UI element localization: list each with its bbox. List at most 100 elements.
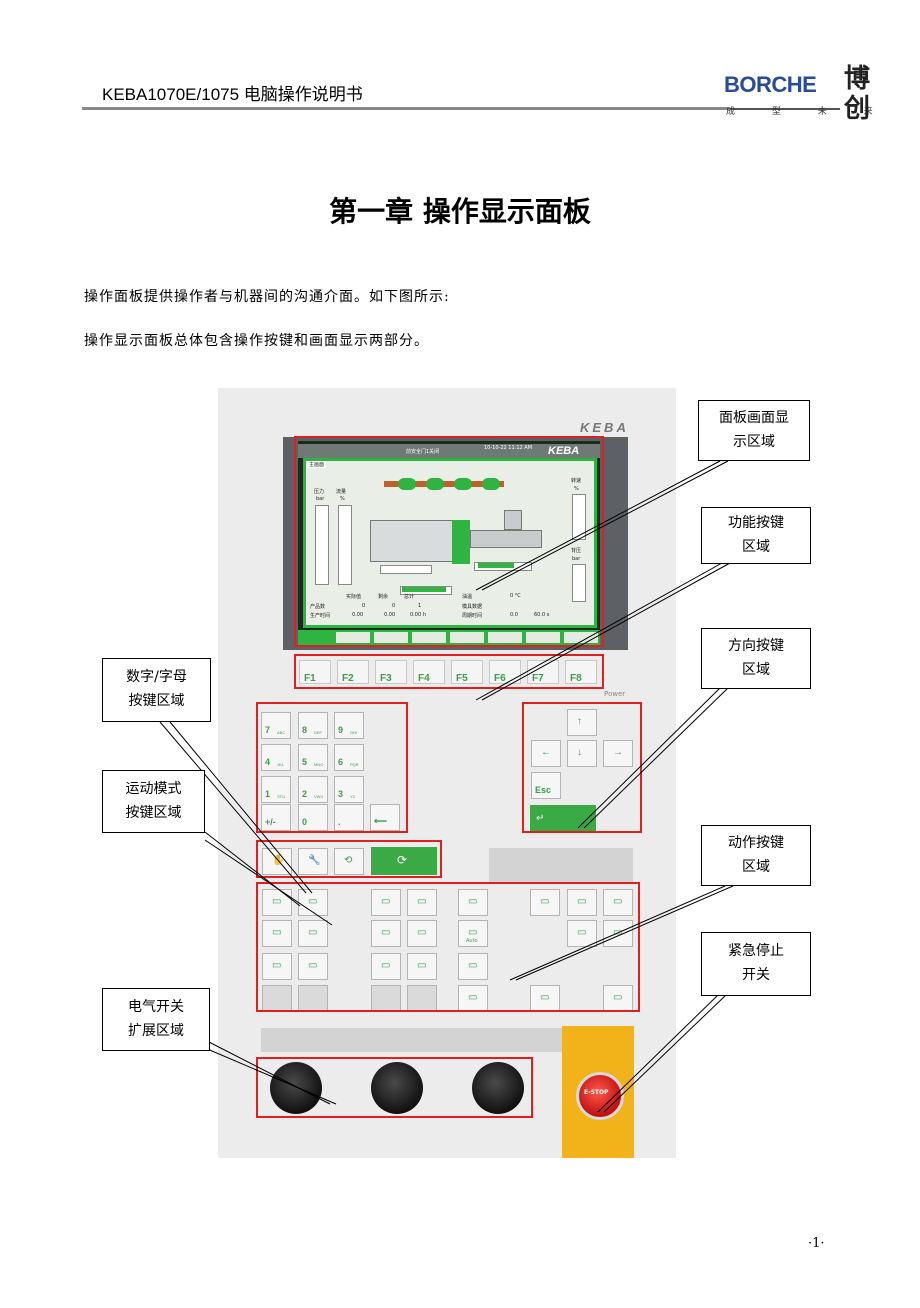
screen-softkey[interactable] <box>412 632 446 643</box>
highlight-direction-keys <box>522 702 642 833</box>
action-key[interactable]: ▭ <box>458 889 488 916</box>
screen-softkey[interactable] <box>374 632 408 643</box>
up-arrow-key[interactable]: ↑ <box>567 709 597 736</box>
f2-key[interactable]: F2 <box>337 660 369 684</box>
highlight-action-keys <box>256 882 640 1012</box>
machine-function-icon: ▭ <box>613 992 623 1003</box>
screen-softkey[interactable] <box>336 632 370 643</box>
product-total: 1 <box>418 603 422 609</box>
machine-function-icon: ▭ <box>577 896 587 907</box>
action-key[interactable]: ▭ <box>407 889 437 916</box>
mold-data-label: 模具数据 <box>462 604 483 610</box>
time-remaining: 0.00 <box>384 612 396 618</box>
blank-action-key[interactable] <box>407 985 437 1012</box>
action-key[interactable]: ▭ <box>407 920 437 947</box>
machine-function-icon: ▭ <box>468 992 478 1003</box>
cycle-time-set: 60.0 s <box>534 612 550 618</box>
action-key[interactable]: ▭ <box>298 920 328 947</box>
key-backspace[interactable]: ⟵ <box>370 804 400 831</box>
blank-label-strip <box>489 848 633 882</box>
action-key[interactable]: ▭ <box>458 953 488 980</box>
f8-key[interactable]: F8 <box>565 660 597 684</box>
arrow-up-icon: ↑ <box>577 716 582 727</box>
expansion-switch-2[interactable] <box>371 1062 423 1114</box>
action-key[interactable]: ▭ <box>567 920 597 947</box>
screen-label-backpressure: 背压 <box>571 548 582 554</box>
f5-key[interactable]: F5 <box>451 660 483 684</box>
machine-function-icon: ▭ <box>381 896 391 907</box>
right-arrow-key[interactable]: → <box>603 740 633 767</box>
action-key[interactable]: ▭ <box>458 920 488 947</box>
left-arrow-key[interactable]: ← <box>531 740 561 767</box>
highlight-electric-switch <box>256 1057 533 1118</box>
production-time-label: 生产时间 <box>310 613 331 619</box>
action-key[interactable]: ▭ <box>603 889 633 916</box>
setup-mode-key[interactable]: 🔧 <box>298 848 328 875</box>
screen-softkey[interactable] <box>526 632 560 643</box>
esc-key[interactable]: Esc <box>531 772 561 799</box>
emergency-stop-button[interactable]: E-STOP <box>576 1072 624 1120</box>
screen-softkey[interactable] <box>564 632 598 643</box>
flow-bar <box>338 505 352 585</box>
blank-action-key[interactable] <box>262 985 292 1012</box>
action-key[interactable]: ▭ <box>298 889 328 916</box>
action-key[interactable]: ▭ <box>298 953 328 980</box>
screen-label-speed: 转速 <box>571 478 582 484</box>
action-key[interactable]: ▭ <box>407 953 437 980</box>
machine-function-icon: ▭ <box>577 927 587 938</box>
key-0[interactable]: 0 <box>298 804 328 831</box>
expansion-switch-3[interactable] <box>472 1062 524 1114</box>
machine-function-icon: ▭ <box>381 927 391 938</box>
f3-key[interactable]: F3 <box>375 660 407 684</box>
wrench-icon: 🔧 <box>308 855 321 866</box>
action-key[interactable]: ▭ <box>262 920 292 947</box>
action-key[interactable]: ▭ <box>603 985 633 1012</box>
action-key[interactable]: ▭ <box>567 889 597 916</box>
enter-icon: ↵ <box>536 813 545 824</box>
f4-key[interactable]: F4 <box>413 660 445 684</box>
semi-auto-key[interactable]: ⟲ <box>334 848 364 875</box>
action-key[interactable]: ▭ <box>371 953 401 980</box>
callout-emergency-stop: 紧急停止开关 <box>701 932 811 996</box>
action-key[interactable]: ▭ <box>262 889 292 916</box>
action-key[interactable]: ▭ <box>371 920 401 947</box>
machine-nozzle-graphic <box>452 520 470 564</box>
expansion-switch-1[interactable] <box>270 1062 322 1114</box>
screen-brand: KEBA <box>548 445 580 457</box>
machine-function-icon: ▭ <box>381 960 391 971</box>
key-plus-minus[interactable]: +/- <box>261 804 291 831</box>
screen-header-text: 前安全门1关闭 <box>406 449 440 455</box>
action-key[interactable]: ▭ <box>530 889 560 916</box>
screen-softkey[interactable] <box>488 632 522 643</box>
screen-softkey[interactable] <box>450 632 484 643</box>
highlight-function-keys <box>294 654 604 689</box>
f6-key[interactable]: F6 <box>489 660 521 684</box>
estop-label: E-STOP <box>584 1089 609 1096</box>
key-decimal[interactable]: . <box>334 804 364 831</box>
heater-zone-icon <box>398 478 416 490</box>
full-auto-key[interactable]: ⟳ <box>371 847 437 875</box>
power-label: Power <box>604 690 626 698</box>
f1-key[interactable]: F1 <box>299 660 331 684</box>
action-key[interactable]: ▭ <box>371 889 401 916</box>
product-actual: 0 <box>362 603 366 609</box>
action-key[interactable]: ▭ <box>458 985 488 1012</box>
down-arrow-key[interactable]: ↓ <box>567 740 597 767</box>
action-key[interactable]: ▭ <box>262 953 292 980</box>
blank-action-key[interactable] <box>371 985 401 1012</box>
document-header-title: KEBA1070E/1075 电脑操作说明书 <box>102 85 363 104</box>
intro-paragraph-2: 操作显示面板总体包含操作按键和画面显示两部分。 <box>84 333 429 349</box>
machine-function-icon: ▭ <box>272 960 282 971</box>
blank-action-key[interactable] <box>298 985 328 1012</box>
arrow-left-icon: ← <box>541 747 551 758</box>
heater-zone-icon <box>426 478 444 490</box>
